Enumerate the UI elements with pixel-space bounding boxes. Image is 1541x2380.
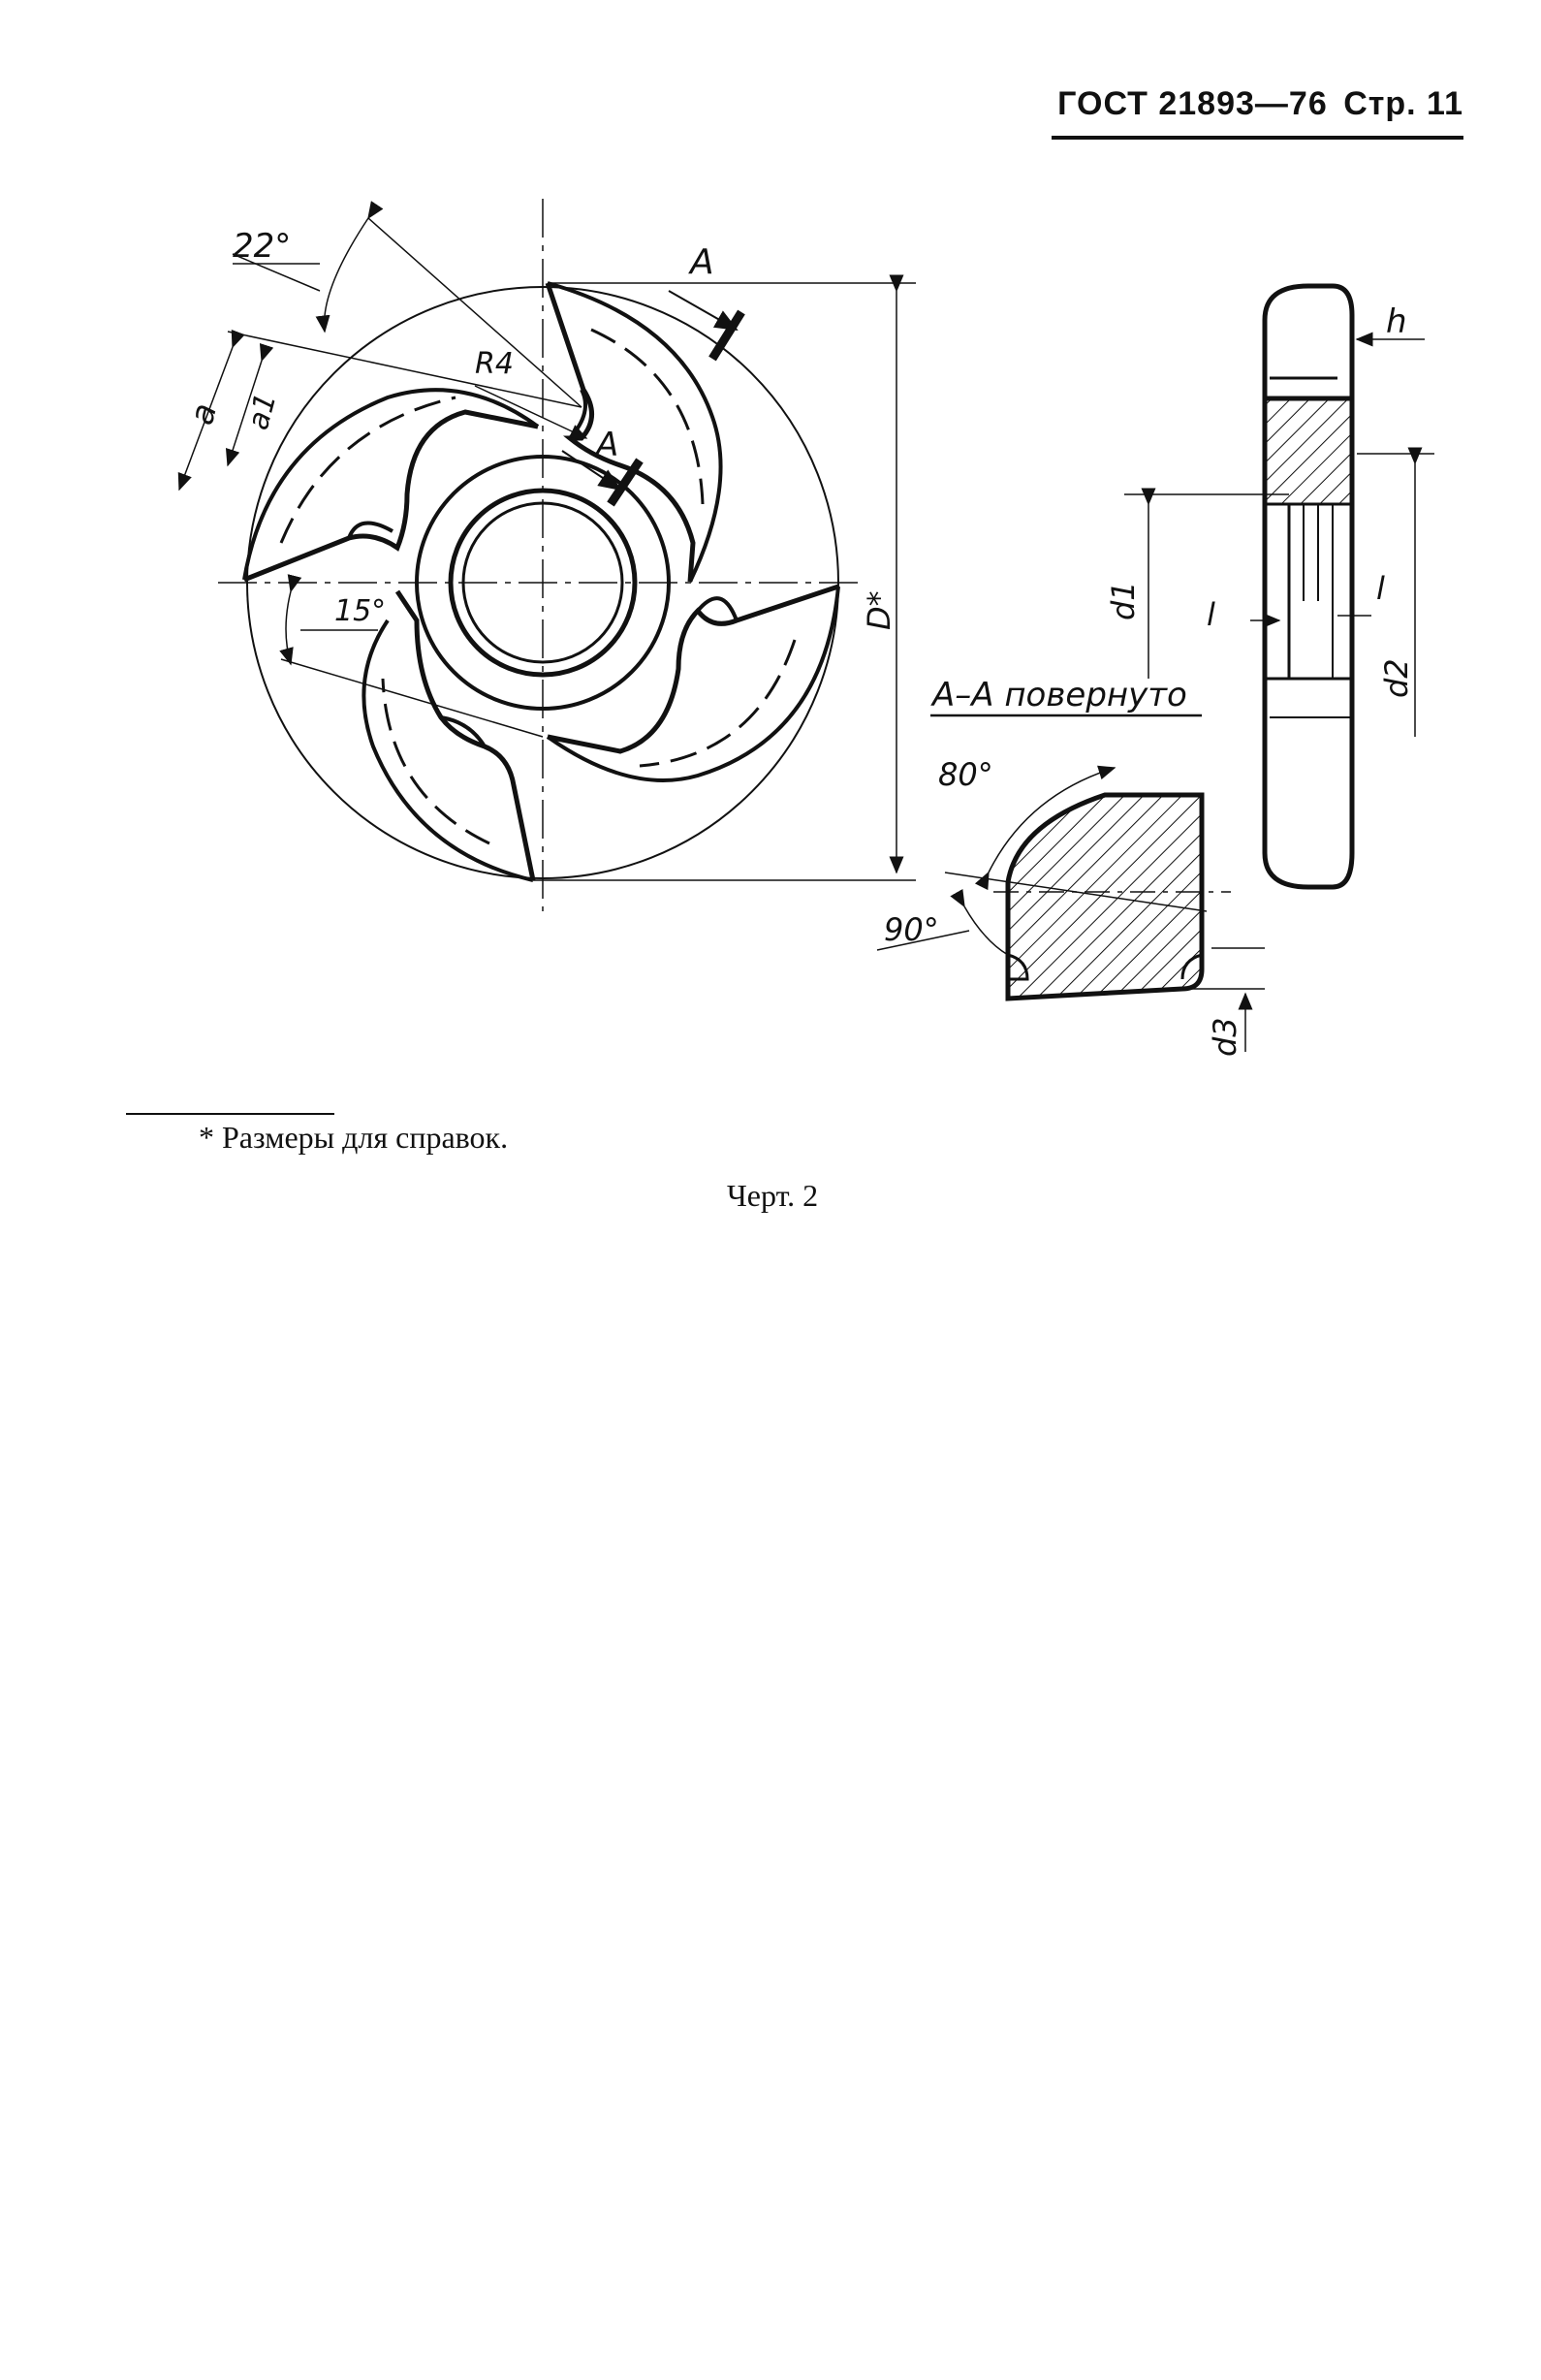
label-angle-15: 15° bbox=[334, 594, 386, 628]
label-section-marker-inner: А bbox=[594, 426, 618, 464]
label-angle-22: 22° bbox=[233, 227, 291, 266]
technical-drawing: 22° А R4 А a a1 15° D* h d1 l l d2 А–А п… bbox=[177, 199, 1434, 1057]
page-number: Стр. 11 bbox=[1343, 85, 1463, 122]
label-dim-h: h bbox=[1386, 302, 1407, 341]
page-header: ГОСТ 21893—76 Стр. 11 bbox=[1057, 85, 1463, 123]
label-dim-a1: a1 bbox=[241, 390, 284, 433]
tooth-left bbox=[242, 388, 540, 583]
tooth-bottom bbox=[362, 589, 536, 882]
bore-inner-circle bbox=[461, 501, 624, 664]
label-dim-d2: d2 bbox=[1378, 658, 1415, 698]
label-dim-d1: d1 bbox=[1105, 581, 1142, 620]
tooth-right bbox=[546, 584, 840, 782]
hub-outer-circle bbox=[415, 455, 671, 711]
cutter-front-view bbox=[177, 199, 916, 911]
footnote: * Размеры для справок. bbox=[199, 1120, 509, 1155]
bore-outer-circle bbox=[448, 488, 638, 678]
label-dim-l-left: l bbox=[1207, 596, 1215, 633]
drawing-labels: 22° А R4 А a a1 15° D* h d1 l l d2 А–А п… bbox=[182, 227, 1415, 1057]
header-rule bbox=[1052, 136, 1463, 140]
side-hatched-hub bbox=[1263, 397, 1354, 506]
label-dim-d3: d3 bbox=[1207, 1017, 1243, 1057]
label-angle-80: 80° bbox=[938, 756, 993, 793]
label-dim-l-right: l bbox=[1376, 570, 1385, 607]
cutter-side-view bbox=[1124, 283, 1434, 890]
label-dim-a: a bbox=[182, 399, 225, 428]
tooth-top bbox=[545, 281, 723, 583]
label-section-marker-outer: А bbox=[688, 242, 714, 282]
label-radius: R4 bbox=[475, 347, 514, 381]
section-a-a bbox=[876, 714, 1265, 1052]
label-dim-D: D* bbox=[861, 590, 897, 630]
label-angle-90: 90° bbox=[884, 911, 939, 948]
figure-caption: Черт. 2 bbox=[727, 1178, 819, 1213]
footnote-rule bbox=[126, 1113, 334, 1115]
label-section-title: А–А повернуто bbox=[930, 676, 1187, 714]
side-outline bbox=[1262, 283, 1355, 890]
standard-number: ГОСТ 21893—76 bbox=[1057, 85, 1328, 122]
